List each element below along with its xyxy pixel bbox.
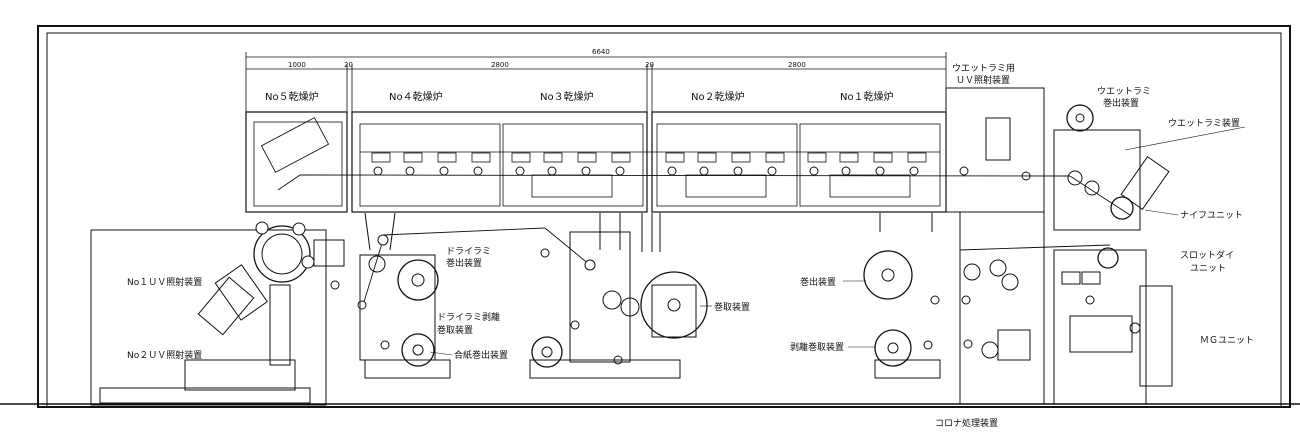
label-mg-unit: ＭＧユニット: [1200, 336, 1254, 346]
wet-uv-and-corona: [945, 87, 1045, 405]
oven-no2-label: No２乾燥炉: [691, 90, 745, 103]
label-knife-unit: ナイフユニット: [1180, 210, 1243, 221]
label-wet-uv-line1: ウエットラミ用: [952, 63, 1015, 74]
label-unwind: 巻出装置: [800, 276, 836, 288]
outer-frame: [0, 25, 1300, 408]
oven-rollers: [373, 166, 1031, 181]
label-wet-uv-line2: ＵＶ照射装置: [956, 74, 1010, 86]
label-dry-unwind-line1: ドライラミ: [446, 246, 491, 257]
label-dry-peel-line2: 巻取装置: [437, 324, 473, 336]
label-slot-die-line1: スロットダイ: [1180, 249, 1234, 261]
label-wet-unwind-line2: 巻出装置: [1103, 97, 1139, 109]
web-path: [277, 174, 1131, 306]
dim-zone5: 1000: [288, 61, 306, 69]
right-unwind-units: [863, 250, 941, 379]
label-slot-die-line2: ユニット: [1190, 264, 1226, 274]
leader-lines: [429, 126, 1246, 356]
dim-gap2: 20: [645, 61, 654, 69]
uv-station: [90, 221, 345, 406]
dim-gap1: 20: [344, 61, 353, 69]
label-interleaf-unwind: 合紙巻出装置: [454, 349, 508, 361]
right-tower: [1053, 104, 1173, 405]
dim-zone2-1: 2800: [788, 61, 806, 69]
oven-no3-label: No３乾燥炉: [540, 90, 594, 103]
label-peel-rewind: 剥離巻取装置: [790, 341, 844, 353]
label-dry-peel-line1: ドライラミ剥離: [437, 311, 500, 323]
dry-lamination-units: [357, 234, 451, 379]
dim-zone4-3: 2800: [491, 61, 509, 69]
oven-no5-label: No５乾燥炉: [265, 90, 319, 103]
label-uv2: No２ＵＶ照射装置: [127, 349, 202, 361]
drying-ovens: [245, 111, 947, 213]
dim-total: 6640: [592, 48, 610, 56]
label-dry-unwind-line2: 巻出装置: [446, 257, 482, 269]
center-lamination-unit: [529, 231, 708, 379]
label-uv1: No１ＵＶ照射装置: [127, 276, 202, 288]
oven-nozzles: [371, 152, 927, 198]
label-rewind: 巻取装置: [714, 301, 750, 313]
label-wet-unwind-line1: ウエットラミ: [1097, 86, 1151, 97]
label-wet-lam: ウエットラミ装置: [1168, 117, 1240, 129]
label-corona: コロナ処理装置: [935, 417, 998, 429]
dimension-lines: [245, 52, 947, 112]
oven-no1-label: No１乾燥炉: [840, 90, 894, 103]
oven-no4-label: No４乾燥炉: [389, 90, 443, 103]
